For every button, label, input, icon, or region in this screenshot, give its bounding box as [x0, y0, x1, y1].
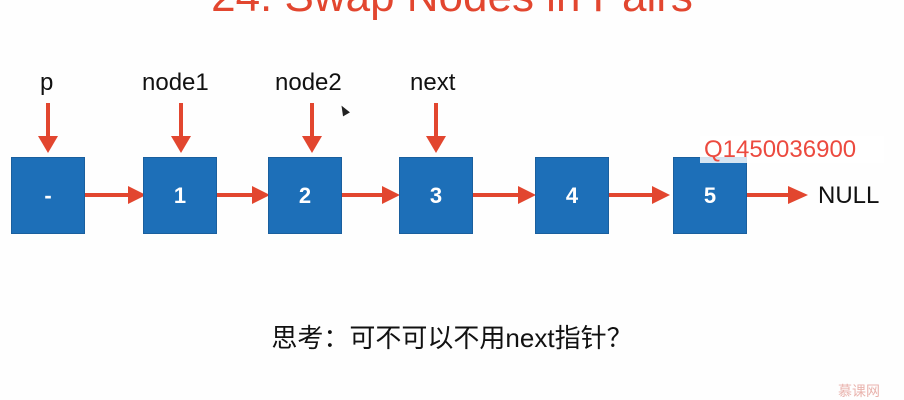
link-arrow-5-to-null [744, 186, 808, 204]
link-arrow-4-to-5 [608, 186, 670, 204]
pointer-label-node1: node1 [142, 69, 209, 96]
pointer-label-node2: node2 [275, 69, 342, 96]
list-node-3: 3 [399, 157, 473, 234]
link-arrow-dummy-to-1 [84, 186, 146, 204]
null-terminator: NULL [818, 182, 880, 209]
slide-title: 24. Swap Nodes in Pairs [0, 0, 904, 21]
pointer-label-p: p [40, 69, 54, 96]
link-arrow-2-to-3 [340, 186, 400, 204]
pointer-arrow-p [38, 103, 58, 153]
pointer-arrow-next [426, 103, 446, 153]
brand-logo: 慕课网 [838, 383, 880, 399]
question-text: 思考：可不可以不用next指针？ [271, 323, 633, 353]
list-node-dummy: - [11, 157, 85, 234]
link-arrow-3-to-4 [472, 186, 536, 204]
pointer-arrow-node1 [171, 103, 191, 153]
pointer-arrow-node2 [302, 103, 322, 153]
list-node-4: 4 [535, 157, 609, 234]
list-node-2: 2 [268, 157, 342, 234]
pointer-label-next: next [410, 69, 456, 96]
list-node-5: 5 [673, 157, 747, 234]
list-node-1: 1 [143, 157, 217, 234]
watermark-overlay: Q1450036900 [700, 136, 884, 163]
link-arrow-1-to-2 [216, 186, 270, 204]
